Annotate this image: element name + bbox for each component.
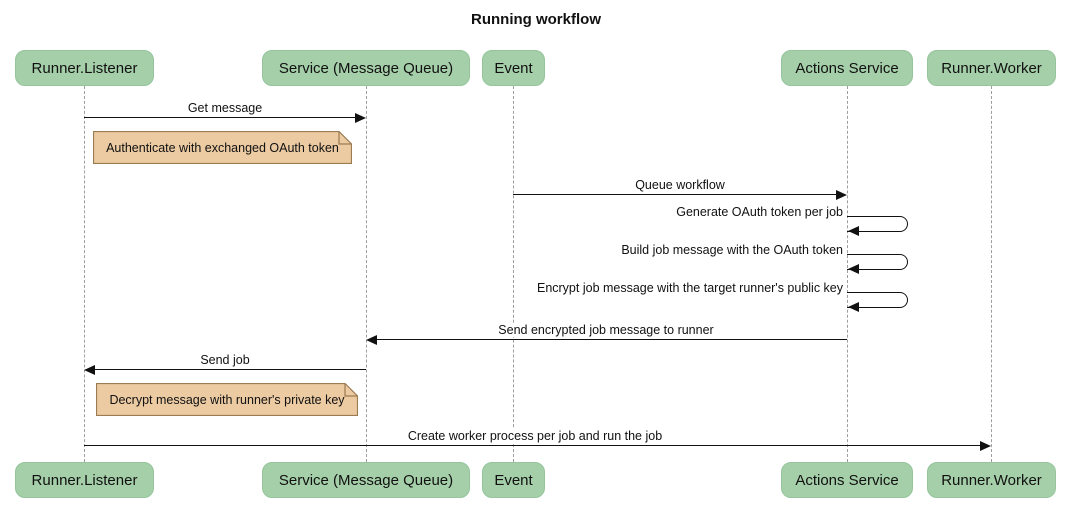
lifeline-event	[513, 86, 514, 462]
message-line-queue-workflow	[513, 194, 836, 195]
actor-top-runner-listener: Runner.Listener	[15, 50, 154, 86]
actor-top-event: Event	[482, 50, 545, 86]
self-call-label-encrypt-message: Encrypt job message with the target runn…	[536, 281, 843, 295]
actor-top-runner-worker: Runner.Worker	[927, 50, 1056, 86]
arrowhead-left-icon	[84, 365, 95, 375]
message-line-create-worker	[84, 445, 980, 446]
arrowhead-left-icon	[366, 335, 377, 345]
arrowhead-right-icon	[980, 441, 991, 451]
self-call-label-build-message: Build job message with the OAuth token	[621, 243, 843, 257]
self-call-loop	[847, 292, 908, 308]
self-call-label-generate-token: Generate OAuth token per job	[676, 205, 843, 219]
note-shape	[93, 131, 352, 164]
arrowhead-right-icon	[836, 190, 847, 200]
message-line-send-encrypted	[377, 339, 847, 340]
arrowhead-left-icon	[848, 302, 859, 312]
actor-top-actions-service: Actions Service	[781, 50, 913, 86]
self-call-loop	[847, 254, 908, 270]
actor-top-service-mq: Service (Message Queue)	[262, 50, 470, 86]
diagram-title: Running workflow	[471, 11, 601, 28]
lifeline-service-mq	[366, 86, 367, 462]
actor-bottom-event: Event	[482, 462, 545, 498]
message-label-get-message: Get message	[185, 101, 265, 115]
message-label-send-encrypted: Send encrypted job message to runner	[496, 323, 716, 337]
actor-bottom-actions-service: Actions Service	[781, 462, 913, 498]
actor-bottom-runner-listener: Runner.Listener	[15, 462, 154, 498]
self-call-loop	[847, 216, 908, 232]
arrowhead-left-icon	[848, 226, 859, 236]
note-decrypt: Decrypt message with runner's private ke…	[96, 383, 358, 416]
arrowhead-right-icon	[355, 113, 366, 123]
note-text: Decrypt message with runner's private ke…	[109, 392, 345, 407]
arrowhead-left-icon	[848, 264, 859, 274]
note-shape	[96, 383, 358, 416]
message-line-send-job	[95, 369, 366, 370]
message-label-send-job: Send job	[198, 353, 252, 367]
lifeline-actions-service	[847, 86, 848, 462]
actor-bottom-runner-worker: Runner.Worker	[927, 462, 1056, 498]
message-label-queue-workflow: Queue workflow	[633, 178, 727, 192]
note-authenticate: Authenticate with exchanged OAuth token	[93, 131, 352, 164]
note-text: Authenticate with exchanged OAuth token	[106, 140, 339, 155]
lifeline-runner-listener	[84, 86, 85, 462]
actor-bottom-service-mq: Service (Message Queue)	[262, 462, 470, 498]
message-label-create-worker: Create worker process per job and run th…	[405, 429, 665, 443]
lifeline-runner-worker	[991, 86, 992, 462]
message-line-get-message	[84, 117, 355, 118]
